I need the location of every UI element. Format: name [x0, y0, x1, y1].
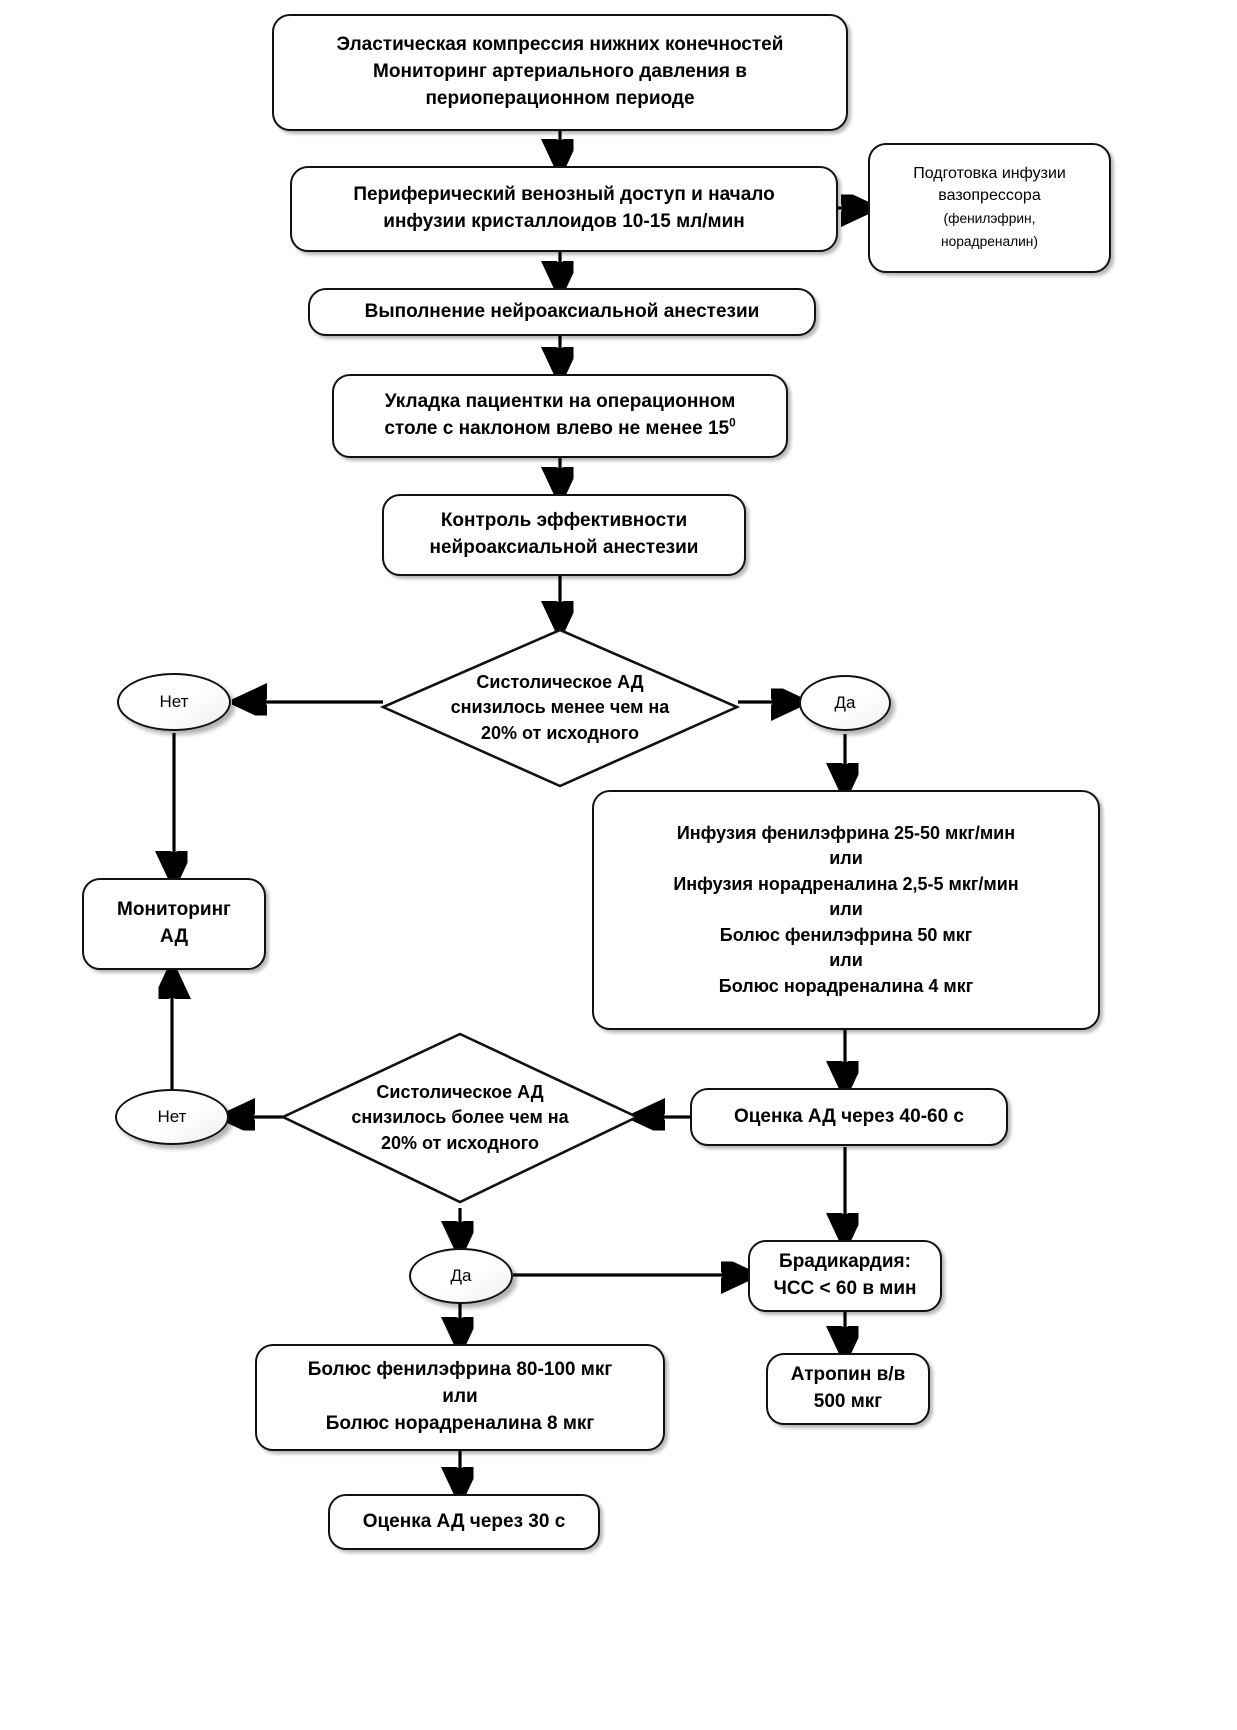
node-venous-access-line2: инфузии кристаллоидов 10-15 мл/мин: [383, 211, 745, 232]
node-doses-line2: или: [829, 848, 863, 869]
node-doses-line1: Инфузия фенилэфрина 25-50 мкг/мин: [676, 822, 1016, 843]
node-decision-sbp-less-20[interactable]: Систолическое АД снизилось менее чем на …: [379, 628, 741, 788]
node-doses-line5: Болюс фенилэфрина 50 мкг: [719, 924, 973, 945]
node-vasopressor-prep-line3: (фенилэфрин,: [943, 211, 1036, 226]
node-bp-monitoring-line1: Мониторинг: [117, 899, 231, 921]
node-vasopressor-prep-line2: вазопрессора: [938, 187, 1041, 205]
node-doses-line7: Болюс норадреналина 4 мкг: [718, 975, 974, 996]
node-bp-eval-40-60[interactable]: Оценка АД через 40-60 с: [690, 1088, 1008, 1146]
node-vasopressor-prep[interactable]: Подготовка инфузии вазопрессора (фенилэф…: [868, 143, 1111, 273]
node-efficacy-check[interactable]: Контроль эффективности нейроаксиальной а…: [382, 494, 746, 576]
node-bolus-high-line2: или: [442, 1386, 478, 1408]
node-doses-line4: или: [829, 899, 863, 920]
node-positioning-line1: Укладка пациентки на операционном: [384, 391, 736, 413]
node-efficacy-line1: Контроль эффективности: [440, 510, 688, 532]
node-bradycardia-line1: Брадикардия:: [779, 1251, 911, 1273]
node-start[interactable]: Эластическая компрессия нижних конечност…: [272, 14, 848, 131]
node-bp-monitoring-line2: АД: [160, 926, 188, 947]
node-bradycardia[interactable]: Брадикардия: ЧСС < 60 в мин: [748, 1240, 942, 1312]
node-start-line2: Мониторинг артериального давления в: [373, 61, 747, 83]
decision2-shape: [279, 1032, 641, 1204]
node-vasopressor-prep-line1: Подготовка инфузии: [913, 164, 1066, 182]
node-atropine-line2: 500 мкг: [813, 1391, 883, 1412]
node-doses-line6: или: [829, 950, 863, 971]
node-venous-access[interactable]: Периферический венозный доступ и начало …: [290, 166, 838, 252]
node-atropine-line1: Атропин в/в: [790, 1364, 906, 1386]
node-efficacy-line2: нейроаксиальной анестезии: [429, 537, 699, 558]
node-positioning-line2: столе с наклоном влево не менее 15: [384, 418, 730, 439]
node-bp-monitoring[interactable]: Мониторинг АД: [82, 878, 266, 970]
node-start-line3: периоперационном периоде: [425, 87, 695, 109]
node-vasopressor-prep-line4: норадреналин): [941, 233, 1038, 249]
node-bradycardia-line2: ЧСС < 60 в мин: [773, 1278, 917, 1299]
node-bolus-high-line1: Болюс фенилэфрина 80-100 мкг: [307, 1359, 613, 1381]
node-bp-eval-30[interactable]: Оценка АД через 30 с: [328, 1494, 600, 1550]
node-start-line1: Эластическая компрессия нижних конечност…: [336, 34, 784, 56]
node-yes-2[interactable]: Да: [409, 1248, 513, 1304]
node-no-2[interactable]: Нет: [115, 1089, 229, 1145]
node-atropine[interactable]: Атропин в/в 500 мкг: [766, 1353, 930, 1425]
node-decision-sbp-more-20[interactable]: Систолическое АД снизилось более чем на …: [279, 1032, 641, 1204]
node-bolus-high-line3: Болюс норадреналина 8 мкг: [325, 1412, 595, 1434]
node-vasopressor-doses[interactable]: Инфузия фенилэфрина 25-50 мкг/мин или Ин…: [592, 790, 1100, 1030]
node-bolus-high-dose[interactable]: Болюс фенилэфрина 80-100 мкг или Болюс н…: [255, 1344, 665, 1451]
node-no-2-label: Нет: [157, 1107, 187, 1126]
node-yes-1[interactable]: Да: [799, 675, 891, 731]
node-bp-eval-30-line1: Оценка АД через 30 с: [362, 1510, 566, 1532]
node-neuraxial-anesthesia[interactable]: Выполнение нейроаксиальной анестезии: [308, 288, 816, 336]
node-neuraxial-line1: Выполнение нейроаксиальной анестезии: [364, 300, 760, 322]
node-patient-positioning[interactable]: Укладка пациентки на операционном столе …: [332, 374, 788, 458]
node-bp-eval-40-60-line1: Оценка АД через 40-60 с: [733, 1105, 965, 1127]
node-doses-line3: Инфузия норадреналина 2,5-5 мкг/мин: [673, 873, 1019, 894]
node-no-1-label: Нет: [159, 692, 189, 711]
node-venous-access-line1: Периферический венозный доступ и начало: [353, 184, 775, 206]
decision1-shape: [379, 628, 741, 788]
node-yes-1-label: Да: [834, 693, 856, 712]
node-positioning-degree-sup: 0: [729, 416, 736, 430]
node-no-1[interactable]: Нет: [117, 673, 231, 731]
node-yes-2-label: Да: [450, 1266, 472, 1285]
